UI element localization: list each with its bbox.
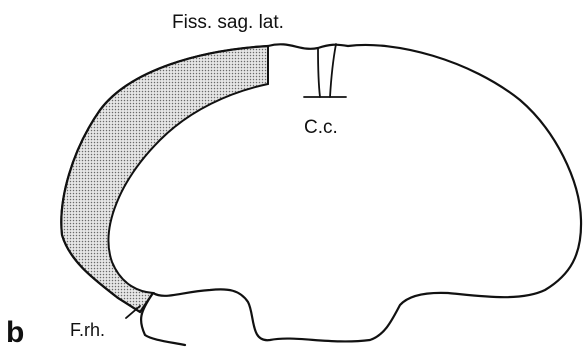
midline-fissure: [318, 48, 320, 97]
midline-fissure-right: [330, 44, 336, 97]
shaded-cortex-region: [61, 46, 268, 312]
panel-label: b: [6, 316, 24, 349]
fissure-label: Fiss. sag. lat.: [172, 12, 284, 33]
corpus-callosum-label: C.c.: [304, 117, 338, 138]
rhinal-fissure-label: F.rh.: [70, 320, 105, 340]
